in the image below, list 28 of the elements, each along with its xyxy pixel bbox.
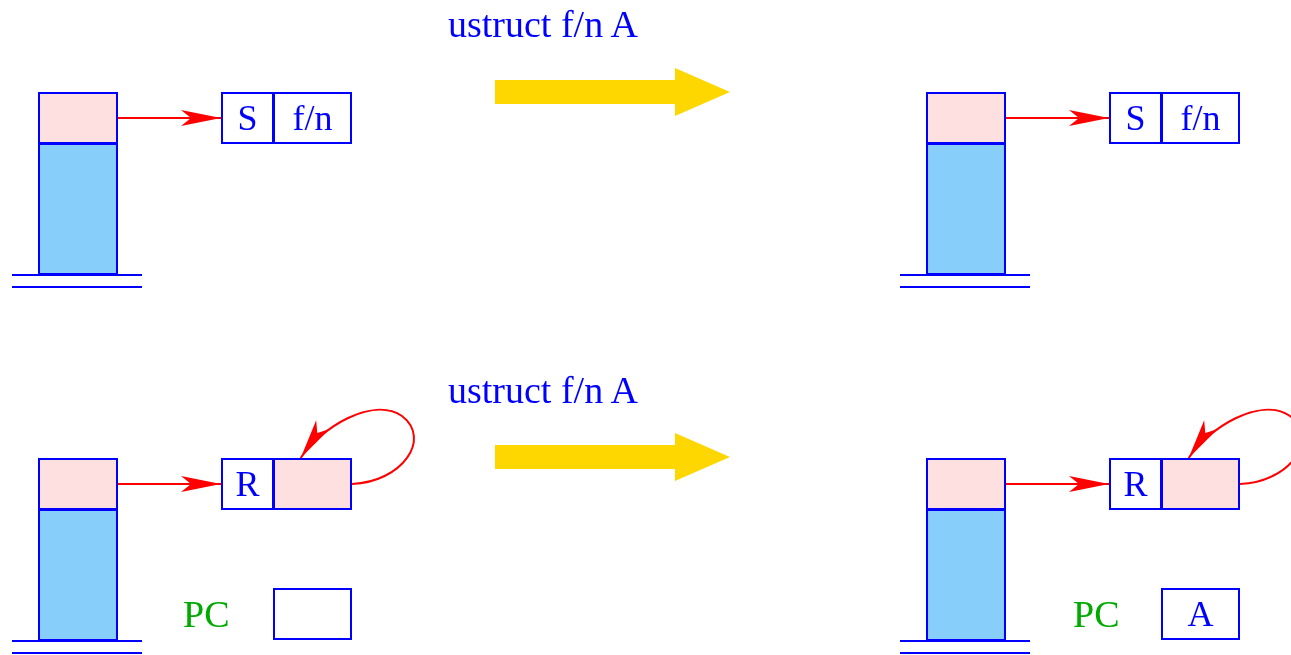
- instruction-label: ustruct f/n A: [448, 2, 638, 46]
- arrow: [117, 476, 222, 492]
- register-label: PC: [1073, 592, 1120, 636]
- heap-cell: [273, 458, 352, 510]
- stack-body: [38, 143, 118, 275]
- arrow: [299, 408, 415, 485]
- heap-cell: f/n: [273, 92, 352, 144]
- instruction-label: ustruct f/n A: [448, 368, 638, 412]
- heap-cell: S: [1109, 92, 1162, 144]
- heap-cell: R: [1109, 458, 1162, 510]
- register-box: A: [1161, 588, 1240, 640]
- stack-cell: [926, 458, 1006, 510]
- arrow: [1187, 408, 1291, 485]
- stack-cell: [926, 92, 1006, 144]
- stack-cell: [38, 92, 118, 144]
- register-label: PC: [183, 592, 230, 636]
- arrow: [1005, 476, 1110, 492]
- stack-body: [926, 509, 1006, 641]
- heap-cell: S: [221, 92, 274, 144]
- register-box: [273, 588, 352, 640]
- stack-body: [926, 143, 1006, 275]
- stack-body: [38, 509, 118, 641]
- heap-cell: [1161, 458, 1240, 510]
- arrow: [117, 110, 222, 126]
- heap-cell: R: [221, 458, 274, 510]
- heap-cell: f/n: [1161, 92, 1240, 144]
- arrow: [1005, 110, 1110, 126]
- stack-cell: [38, 458, 118, 510]
